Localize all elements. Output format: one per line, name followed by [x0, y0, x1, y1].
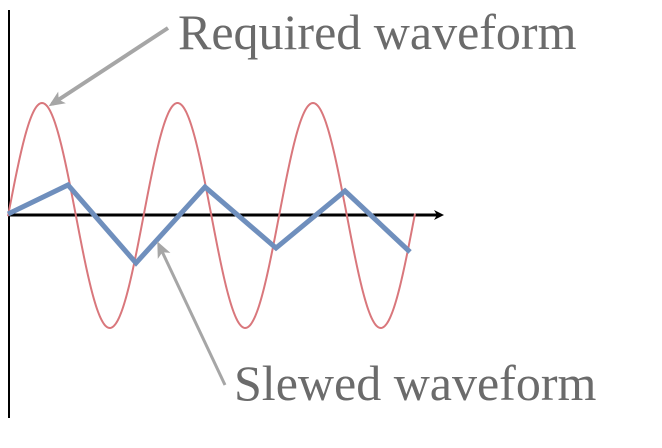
required-waveform-label: Required waveform [178, 4, 577, 60]
slewed-annotation-arrow [157, 241, 227, 386]
required-waveform [7, 101, 416, 329]
required-annotation-arrow [48, 26, 170, 107]
slewed-waveform [6, 181, 412, 267]
slewed-waveform-label: Slewed waveform [234, 355, 597, 411]
